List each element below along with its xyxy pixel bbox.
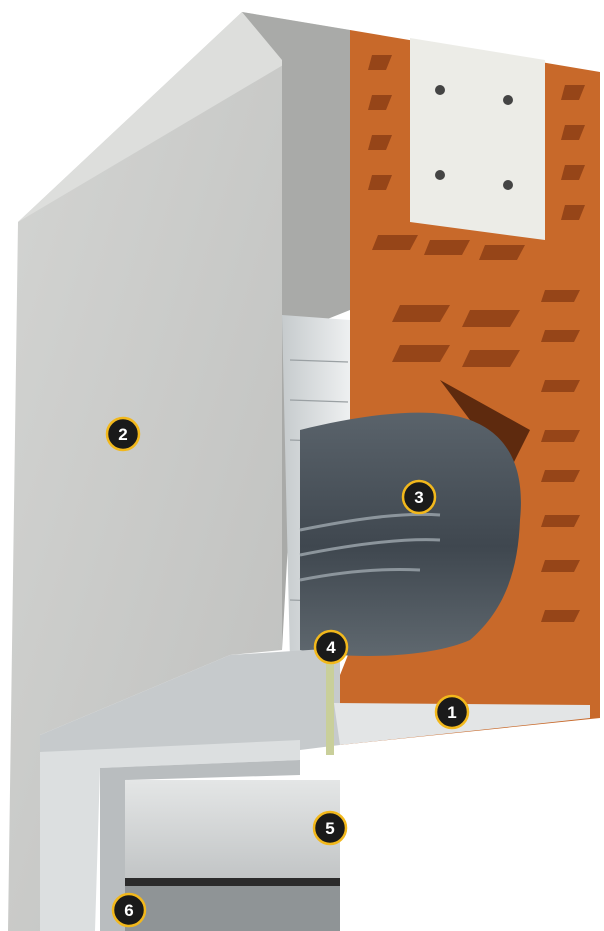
callout-4-label: 4 xyxy=(326,638,336,657)
anchor-dots xyxy=(435,85,513,190)
callout-6: 6 xyxy=(111,892,147,928)
sealing-tape xyxy=(326,655,334,755)
callout-1-label: 1 xyxy=(447,703,456,722)
callout-1: 1 xyxy=(434,694,470,730)
sash-divider xyxy=(125,878,340,886)
callout-3-label: 3 xyxy=(414,488,423,507)
sash-panel xyxy=(125,780,340,878)
plaster-wall-top xyxy=(18,12,350,222)
callout-5: 5 xyxy=(312,810,348,846)
callout-2-label: 2 xyxy=(118,425,127,444)
insulation-panel xyxy=(410,38,545,240)
callout-6-label: 6 xyxy=(124,901,133,920)
window-frame-outer xyxy=(40,740,300,931)
window-frame-head xyxy=(40,648,340,752)
callout-4: 4 xyxy=(313,629,349,665)
lower-glazing xyxy=(125,886,340,931)
plaster-wall-front xyxy=(8,12,282,931)
brick-cavities xyxy=(368,55,585,622)
callout-5-label: 5 xyxy=(325,819,334,838)
callout-2: 2 xyxy=(105,416,141,452)
roller-shutter xyxy=(300,412,521,656)
shutter-slats xyxy=(299,512,441,582)
callout-3: 3 xyxy=(401,479,437,515)
shutter-box-cavity xyxy=(440,380,530,470)
